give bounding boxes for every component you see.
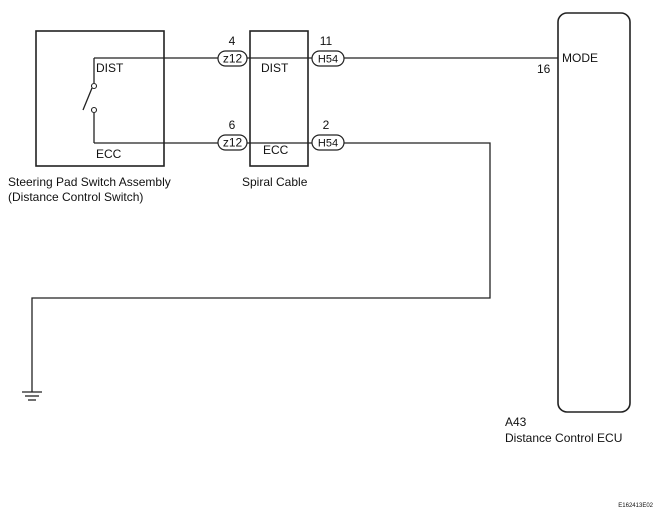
ecu-name: Distance Control ECU	[505, 431, 622, 445]
connector-h54-ecc-label: H54	[318, 138, 338, 150]
ecu-box	[557, 12, 631, 413]
connector-h54-dist-pin: 11	[320, 34, 333, 48]
figure-code: E162413E02	[618, 503, 653, 509]
switch-contact-icon	[82, 58, 98, 143]
spiral-dist-terminal-label: DIST	[261, 61, 289, 75]
connector-z12-dist: z12 4	[217, 34, 248, 67]
spiral-cable-box	[249, 30, 309, 167]
connector-z12-dist-pin: 4	[229, 34, 236, 48]
connector-z12-ecc-pin: 6	[229, 118, 236, 132]
connector-z12-dist-label: z12	[223, 52, 243, 66]
ecu-mode-terminal-label: MODE	[562, 51, 598, 65]
switch-ecc-terminal-label: ECC	[96, 147, 122, 161]
ground-icon	[22, 391, 42, 401]
ecu-mode-pin-number: 16	[537, 62, 551, 76]
connector-h54-ecc-pin: 2	[323, 118, 330, 132]
switch-assembly-name-line2: (Distance Control Switch)	[8, 190, 143, 204]
spiral-cable-name: Spiral Cable	[242, 175, 308, 189]
switch-assembly-name-line1: Steering Pad Switch Assembly	[8, 175, 171, 189]
connector-h54-dist-label: H54	[318, 54, 338, 66]
ecc-wire	[31, 142, 491, 392]
switch-dist-terminal-label: DIST	[96, 61, 124, 75]
connector-h54-ecc: H54 2	[311, 118, 345, 151]
connector-h54-dist: H54 11	[311, 34, 345, 67]
connector-z12-ecc: z12 6	[217, 118, 248, 151]
ecu-code: A43	[505, 415, 527, 429]
spiral-ecc-terminal-label: ECC	[263, 143, 289, 157]
switch-assembly-box	[35, 30, 165, 167]
connector-z12-ecc-label: z12	[223, 136, 243, 150]
